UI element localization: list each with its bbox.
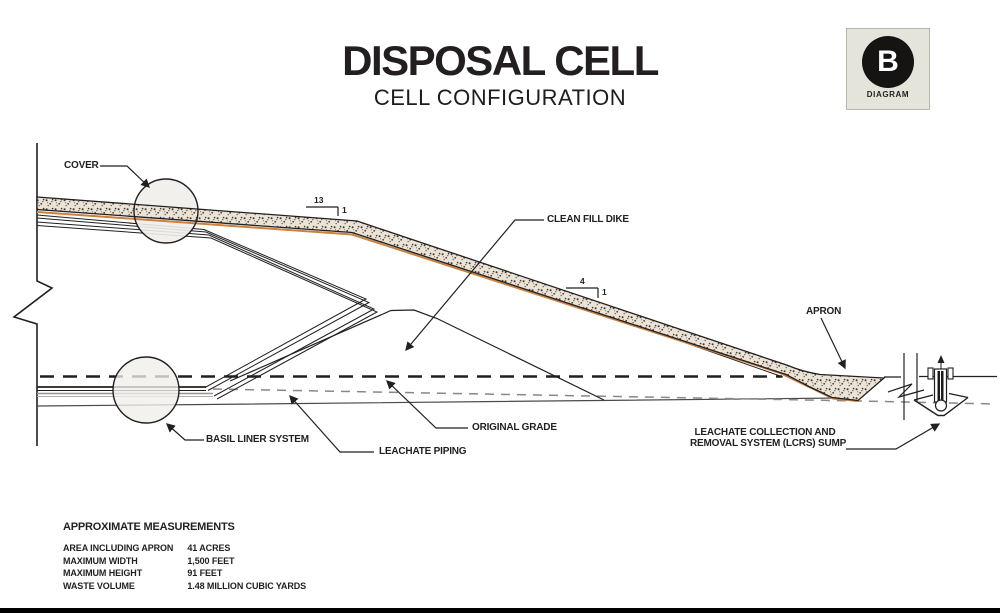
measurement-row: MAXIMUM HEIGHT 91 FEET <box>63 567 306 580</box>
measurement-value: 1.48 MILLION CUBIC YARDS <box>187 580 307 591</box>
label-lcrs-line1: LEACHATE COLLECTION AND <box>694 427 836 438</box>
secondary-grade-dashed-line <box>212 388 996 405</box>
measurements-title: APPROXIMATE MEASUREMENTS <box>63 521 235 533</box>
cover-band-and-apron <box>36 196 886 402</box>
measurement-value: 41 ACRES <box>187 543 231 553</box>
slope-13-run: 13 <box>314 195 324 205</box>
basil-liner-detail-circle <box>112 356 180 424</box>
approximate-measurements: APPROXIMATE MEASUREMENTS AREA INCLUDING … <box>63 521 306 592</box>
lcrs-leader <box>846 423 941 450</box>
leachate-piping-leader <box>289 394 374 453</box>
page-subtitle: CELL CONFIGURATION <box>373 85 627 110</box>
apron-leader <box>820 317 846 370</box>
slope-marker-ticks <box>306 206 599 298</box>
cover-detail-circle <box>133 178 199 244</box>
measurement-label: AREA INCLUDING APRON <box>63 543 174 553</box>
left-break-line <box>12 143 54 446</box>
original-grade-leader <box>386 380 468 429</box>
geomembrane-orange-line <box>36 211 859 402</box>
label-basil-liner-system: BASIL LINER SYSTEM <box>206 434 309 445</box>
page-title: DISPOSAL CELL <box>342 37 659 84</box>
clean-fill-dike-leader <box>405 219 544 352</box>
measurement-row: AREA INCLUDING APRON 41 ACRES <box>63 542 306 555</box>
liner-layer-lines <box>36 214 379 400</box>
measurement-row: MAXIMUM WIDTH 1,500 FEET <box>63 555 306 568</box>
label-cover: COVER <box>64 160 99 171</box>
measurement-label: WASTE VOLUME <box>63 580 135 591</box>
bottom-bar <box>0 608 1000 613</box>
measurement-label: MAXIMUM HEIGHT <box>63 568 143 578</box>
slope-4-run: 4 <box>580 276 585 286</box>
header: DISPOSAL CELL CELL CONFIGURATION <box>0 38 1000 110</box>
leader-lines <box>100 165 941 453</box>
label-apron: APRON <box>806 306 842 317</box>
label-lcrs-sump: LEACHATE COLLECTION AND REMOVAL SYSTEM (… <box>690 427 847 449</box>
badge-caption: DIAGRAM <box>866 90 910 99</box>
lcrs-sump <box>913 355 969 417</box>
slope-13-rise: 1 <box>342 205 347 215</box>
label-leachate-piping: LEACHATE PIPING <box>379 446 467 457</box>
label-clean-fill-dike: CLEAN FILL DIKE <box>547 214 629 225</box>
diagram-b-badge: B DIAGRAM <box>846 28 930 110</box>
badge-letter: B <box>877 45 899 78</box>
measurement-row: WASTE VOLUME 1.48 MILLION CUBIC YARDS <box>63 580 306 593</box>
measurement-value: 1,500 FEET <box>187 555 235 566</box>
basil-liner-leader <box>165 423 204 441</box>
cover-leader <box>100 165 150 188</box>
clean-fill-dike-outline <box>229 309 605 401</box>
slope-4-rise: 1 <box>602 287 607 297</box>
badge-circle: B <box>862 36 914 88</box>
measurement-label: MAXIMUM WIDTH <box>63 555 138 566</box>
label-original-grade: ORIGINAL GRADE <box>472 422 557 433</box>
label-lcrs-line2: REMOVAL SYSTEM (LCRS) SUMP <box>690 438 847 449</box>
measurement-value: 91 FEET <box>187 568 223 578</box>
